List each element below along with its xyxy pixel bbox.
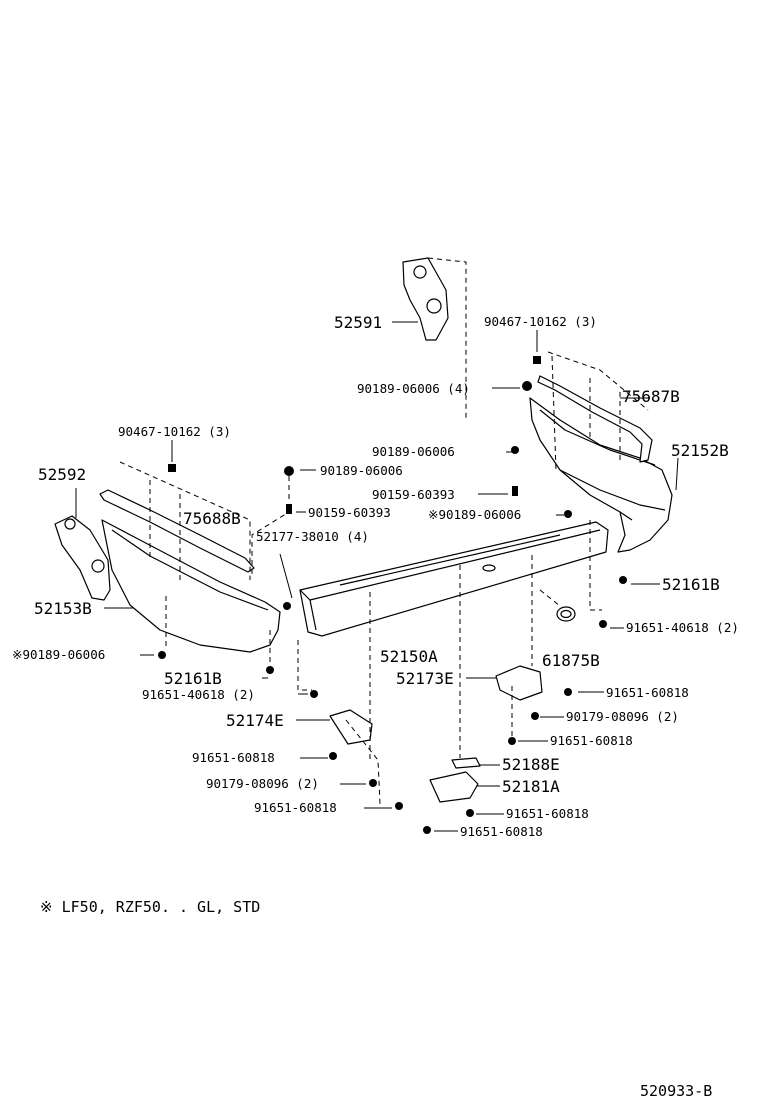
label-90179-right: 90179-08096 (2): [566, 709, 679, 724]
label-90159-right: 90159-60393: [372, 487, 455, 502]
label-75688B: 75688B: [183, 509, 241, 528]
label-52161B-right: 52161B: [662, 575, 720, 594]
label-52592: 52592: [38, 465, 86, 484]
label-91651-40618-right: 91651-40618 (2): [626, 620, 739, 635]
label-90179-left: 90179-08096 (2): [206, 776, 319, 791]
leader-lines: [75, 321, 679, 832]
label-91651-60818-d: 91651-60818: [254, 800, 337, 815]
label-90159-center: 90159-60393: [308, 505, 391, 520]
label-91651-40618-left: 91651-40618 (2): [142, 687, 255, 702]
label-90189-center: 90189-06006: [320, 463, 403, 478]
label-52188E: 52188E: [502, 755, 560, 774]
label-52177: 52177-38010 (4): [256, 529, 369, 544]
label-52181A: 52181A: [502, 777, 560, 796]
label-90189-r1: 90189-06006: [372, 444, 455, 459]
bracket-52592: [54, 515, 111, 601]
spacer-52188E: [451, 757, 481, 769]
footnote: ※ LF50, RZF50. . GL, STD: [40, 898, 261, 916]
label-91651-60818-a: 91651-60818: [606, 685, 689, 700]
fasteners: [158, 356, 627, 834]
label-52161B-left: 52161B: [164, 669, 222, 688]
bracket-52173E: [495, 665, 543, 701]
label-91651-60818-f: 91651-60818: [460, 824, 543, 839]
label-91651-60818-e: 91651-60818: [506, 806, 589, 821]
right-bumper-end-52152B: [529, 397, 673, 553]
label-52174E: 52174E: [226, 711, 284, 730]
label-90467-right: 90467-10162 (3): [484, 314, 597, 329]
label-52591: 52591: [334, 313, 382, 332]
label-91651-60818-b: 91651-60818: [550, 733, 633, 748]
bracket-52181A: [429, 771, 479, 803]
label-52150A: 52150A: [380, 647, 438, 666]
label-90189-r4: 90189-06006 (4): [357, 381, 470, 396]
reinforcement-52150A: [299, 521, 609, 637]
label-52153B: 52153B: [34, 599, 92, 618]
label-90189-ls: ※90189-06006: [12, 647, 105, 662]
label-90467-left: 90467-10162 (3): [118, 424, 231, 439]
label-91651-60818-c: 91651-60818: [192, 750, 275, 765]
label-52173E: 52173E: [396, 669, 454, 688]
grommet-61875B: [556, 606, 576, 622]
moulding-75687B: [537, 375, 653, 463]
label-90189-rs: ※90189-06006: [428, 507, 521, 522]
label-75687B: 75687B: [622, 387, 680, 406]
label-61875B: 61875B: [542, 651, 600, 670]
label-52152B: 52152B: [671, 441, 729, 460]
moulding-75688B: [99, 489, 255, 573]
diagram-code: 520933-B: [640, 1082, 713, 1100]
left-bumper-end-52153B: [101, 519, 281, 653]
bracket-52591: [402, 257, 467, 420]
bracket-52174E: [329, 709, 373, 745]
part-labels: 52591 90467-10162 (3) 90189-06006 (4) 75…: [12, 313, 739, 839]
assembly-lines: [165, 476, 602, 805]
